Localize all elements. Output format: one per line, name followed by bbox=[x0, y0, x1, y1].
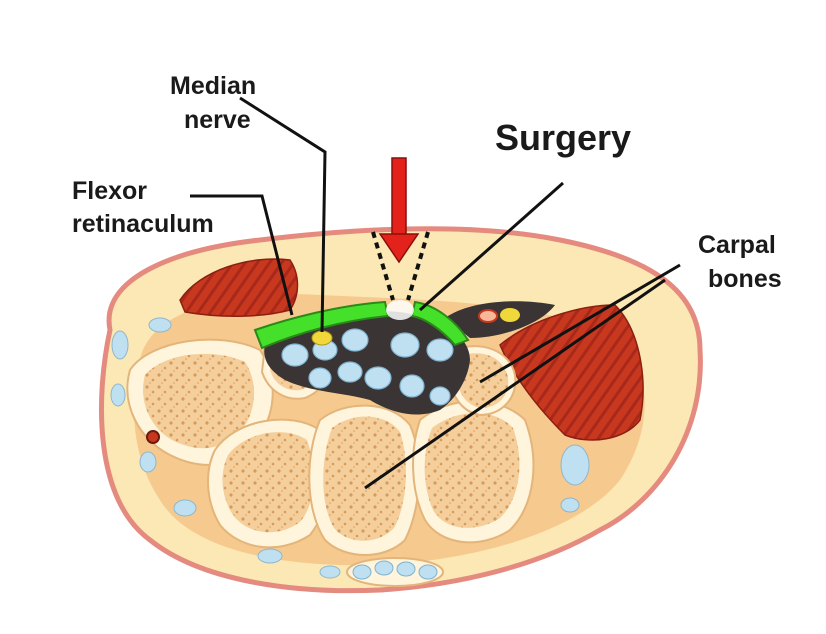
leader-lines bbox=[190, 96, 681, 490]
ulnar-nerve bbox=[500, 308, 520, 322]
vessel-left bbox=[146, 430, 160, 444]
incision-line-right bbox=[406, 231, 430, 301]
ulnar-canal bbox=[445, 301, 555, 338]
incision-glow bbox=[386, 300, 414, 320]
label-flexor-retinaculum-1: Flexor bbox=[72, 177, 147, 205]
peripheral-tendons bbox=[110, 317, 590, 579]
label-flexor-retinaculum-2: retinaculum bbox=[72, 210, 214, 238]
extensor-tendons bbox=[346, 557, 444, 587]
label-surgery: Surgery bbox=[495, 117, 631, 158]
label-carpal-bones-2: bones bbox=[708, 265, 782, 293]
flexor-retinaculum-right bbox=[410, 300, 470, 347]
carpal-bones bbox=[126, 333, 535, 556]
leader-surgery bbox=[419, 181, 564, 312]
leader-median-nerve bbox=[239, 96, 327, 333]
muscle-left bbox=[179, 258, 299, 318]
incision-line-left bbox=[371, 231, 395, 301]
ulnar-artery bbox=[478, 309, 498, 323]
label-median-nerve-2: nerve bbox=[184, 106, 251, 134]
label-carpal-bones-1: Carpal bbox=[698, 231, 776, 259]
flexor-tendons bbox=[281, 328, 454, 406]
median-nerve bbox=[311, 330, 333, 346]
label-median-nerve-1: Median bbox=[170, 72, 256, 100]
muscle-right bbox=[499, 304, 644, 441]
leader-carpal-2 bbox=[364, 278, 666, 490]
leader-flexor-retinaculum bbox=[190, 194, 294, 316]
surgery-arrow bbox=[378, 157, 420, 264]
leader-carpal-1 bbox=[479, 263, 681, 384]
